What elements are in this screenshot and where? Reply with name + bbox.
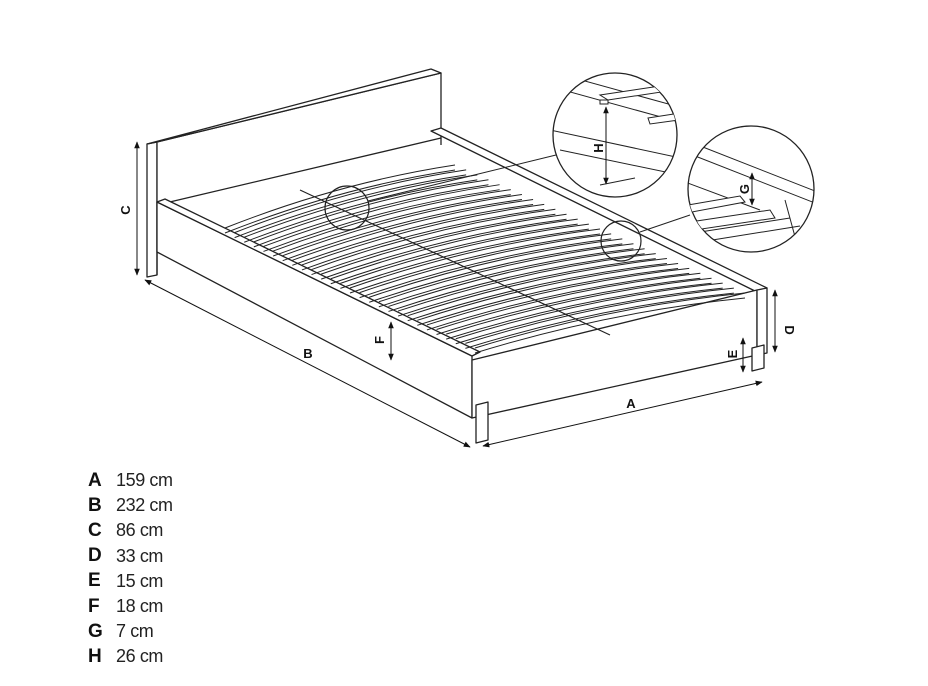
legend-value: 86 cm (116, 520, 164, 541)
slat (224, 164, 456, 229)
legend-letter: D (88, 545, 102, 567)
leg-front-left (475, 401, 489, 444)
headboard-top (146, 68, 442, 145)
detail-circle-h: H (552, 72, 678, 198)
slat (301, 203, 545, 266)
slat (292, 198, 534, 261)
slat-base (224, 164, 746, 354)
label-f: F (372, 336, 387, 344)
legend-value: 15 cm (116, 570, 164, 591)
headboard-face (156, 72, 442, 206)
slat (340, 223, 589, 284)
center-support (299, 189, 611, 336)
slat (455, 287, 723, 345)
headboard-front (146, 141, 158, 278)
slat (253, 184, 489, 248)
label-b: B (303, 346, 312, 361)
legend-value: 33 cm (116, 545, 164, 566)
label-e: E (725, 349, 740, 358)
footboard-face (471, 289, 758, 419)
legend-letter: C (88, 519, 102, 541)
slat (263, 189, 500, 252)
legend-row-f: F 18 cm (88, 594, 288, 619)
legend-letter: E (88, 570, 101, 592)
legend-letter: G (88, 620, 103, 642)
legend-letter: B (88, 494, 102, 516)
legend-row-c: C 86 cm (88, 518, 288, 543)
legend-row-e: E 15 cm (88, 569, 288, 594)
legend-row-a: A 159 cm (88, 468, 288, 493)
label-d: D (782, 325, 797, 334)
slat (301, 208, 545, 271)
legend-value: 7 cm (116, 621, 154, 642)
slat (474, 297, 746, 354)
slat (311, 208, 556, 271)
legend-value: 18 cm (116, 596, 164, 617)
legend-value: 26 cm (116, 646, 164, 667)
label-h: H (591, 143, 606, 152)
slat (282, 199, 522, 262)
leg-front-right (751, 344, 765, 372)
legend-letter: F (88, 595, 100, 617)
label-c: C (118, 205, 133, 215)
slat (446, 282, 712, 340)
slat (272, 189, 511, 252)
slat (349, 228, 601, 289)
slat (330, 223, 578, 285)
slat (272, 194, 511, 257)
slat (330, 218, 578, 280)
slat (282, 194, 522, 257)
legend-row-b: B 232 cm (88, 493, 288, 518)
legend-letter: H (88, 645, 102, 667)
legend-row-h: H 26 cm (88, 644, 288, 669)
slat (446, 277, 712, 335)
detail-circle-g: G (687, 125, 815, 253)
slat (234, 169, 467, 234)
slat (455, 282, 723, 340)
slat (340, 228, 589, 289)
slat (465, 292, 734, 349)
legend-letter: A (88, 469, 102, 491)
slat (244, 174, 478, 238)
slat (234, 174, 467, 239)
footboard-side (756, 287, 768, 356)
legend-value: 232 cm (116, 495, 173, 516)
legend-value: 159 cm (116, 470, 173, 491)
label-g: G (737, 184, 752, 194)
label-a: A (626, 396, 636, 411)
slat (320, 213, 567, 275)
detail-marker-h (324, 185, 370, 231)
slat (474, 292, 746, 349)
slat (311, 213, 556, 276)
slat (465, 287, 734, 344)
slat (253, 179, 489, 243)
slat (292, 203, 534, 266)
detail-marker-g (600, 220, 642, 262)
slat (244, 179, 478, 243)
slat (263, 184, 500, 247)
slat (224, 169, 456, 234)
legend-row-g: G 7 cm (88, 619, 288, 644)
slat (320, 218, 567, 280)
legend-row-d: D 33 cm (88, 544, 288, 569)
